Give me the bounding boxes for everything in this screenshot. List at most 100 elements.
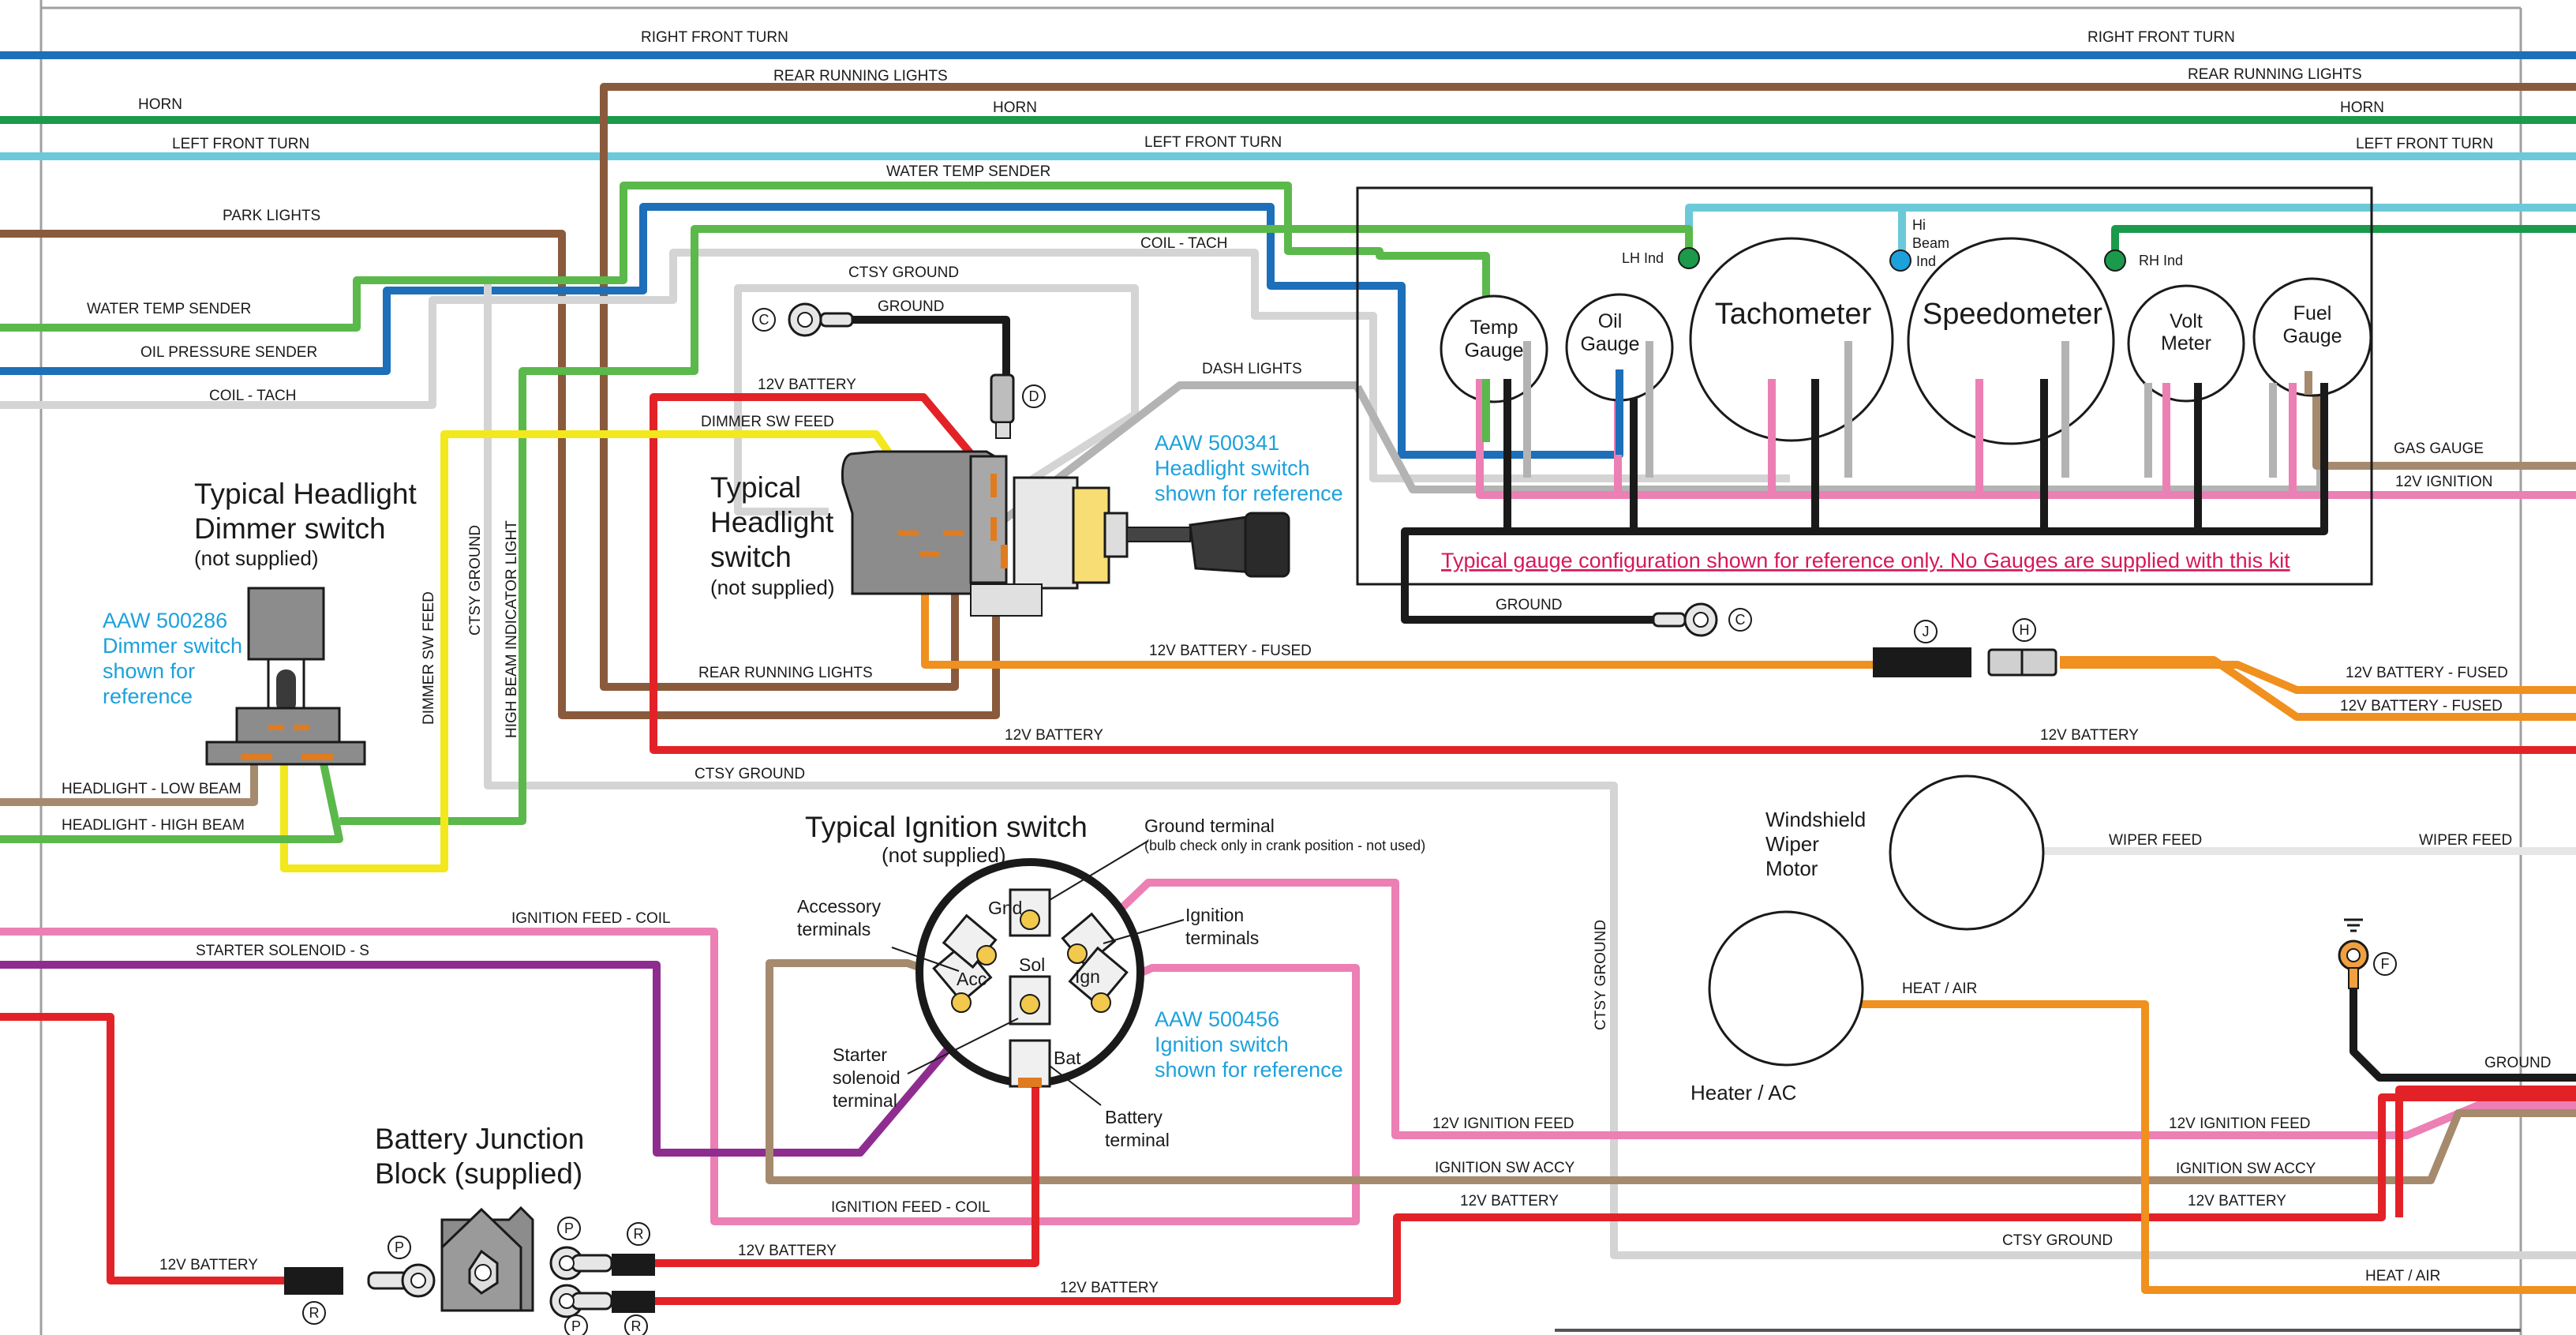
wire-rh-ind [2111, 225, 2576, 261]
wire-12v-battery-fused-right [2060, 656, 2576, 721]
label-high-beam-indicator-vertical: HIGH BEAM INDICATOR LIGHT [504, 520, 520, 738]
ground-terminal-label: Ground terminal [1144, 816, 1275, 836]
label-ground: GROUND [2484, 1055, 2551, 1071]
callout-j: J [1923, 624, 1930, 639]
label-headlight-high-beam: HEADLIGHT - HIGH BEAM [62, 817, 245, 834]
hi-beam-indicator [1889, 249, 1911, 272]
wire-gas-gauge [2312, 371, 2576, 470]
fuel-gauge-label: Fuel [2293, 302, 2332, 324]
starter-solenoid-label: terminal [833, 1090, 897, 1111]
wire-battery-main [0, 1013, 343, 1284]
label-12v-battery: 12V BATTERY [758, 377, 856, 393]
headlight-note: Headlight switch [1155, 456, 1310, 480]
label-headlight-low-beam: HEADLIGHT - LOW BEAM [62, 781, 242, 797]
label-horn: HORN [993, 99, 1037, 116]
label-12v-battery-fused: 12V BATTERY - FUSED [2346, 665, 2508, 681]
hi-beam-indicator-label: Ind [1916, 253, 1936, 269]
label-ctsy-ground: CTSY GROUND [695, 766, 805, 782]
label-12v-ignition-feed: 12V IGNITION FEED [2169, 1116, 2310, 1132]
connector-d [990, 373, 1015, 424]
accessory-terminals-label: Accessory [797, 896, 882, 917]
volt-meter-label: Volt [2170, 310, 2203, 332]
starter-solenoid-label: solenoid [833, 1067, 900, 1088]
label-12v-ignition: 12V IGNITION [2395, 474, 2493, 490]
callouts [302, 308, 2397, 1335]
label-rear-running-lights: REAR RUNNING LIGHTS [2188, 66, 2362, 83]
label-12v-battery: 12V BATTERY [2040, 727, 2139, 744]
ignition-terminals-label: Ignition [1185, 905, 1244, 925]
label-dash-lights: DASH LIGHTS [1202, 361, 1302, 377]
oil-gauge-label: Oil [1598, 310, 1623, 332]
temp-gauge [1440, 294, 1548, 403]
hi-beam-indicator-label: Beam [1912, 235, 1949, 251]
wire-water-temp-sender [0, 182, 1490, 426]
ignition-terminals-label: terminals [1185, 928, 1259, 948]
wire-rear-running-top [600, 83, 2576, 691]
label-12v-battery: 12V BATTERY [1005, 727, 1103, 744]
label-left-front-turn: LEFT FRONT TURN [172, 136, 309, 152]
speedometer [1907, 237, 2115, 445]
tachometer [1689, 237, 1894, 442]
component-labels: Typical Headlight Dimmer switch (not sup… [103, 431, 1866, 1190]
terminal-bat-label: Bat [1054, 1048, 1081, 1068]
battery-block-title: Battery Junction [375, 1123, 584, 1155]
label-water-temp-sender: WATER TEMP SENDER [87, 301, 251, 317]
dimmer-not-supplied: (not supplied) [194, 546, 319, 570]
headlight-title: switch [710, 541, 792, 573]
battery-block-title: Block (supplied) [375, 1157, 582, 1190]
wiper-label: Windshield [1765, 808, 1866, 831]
battery-terminal-label: terminal [1105, 1130, 1170, 1150]
label-12v-battery: 12V BATTERY [738, 1243, 837, 1259]
ignition-note: Ignition switch [1155, 1033, 1289, 1056]
wire-dash-lights [999, 381, 1357, 524]
label-park-lights: PARK LIGHTS [223, 208, 320, 224]
callout-r: R [309, 1305, 320, 1321]
label-12v-battery: 12V BATTERY [2188, 1193, 2286, 1209]
label-dimmer-sw-feed-vertical: DIMMER SW FEED [421, 591, 437, 725]
label-oil-pressure-sender: OIL PRESSURE SENDER [140, 344, 317, 361]
headlight-not-supplied: (not supplied) [710, 576, 835, 599]
dimmer-switch [205, 587, 366, 766]
terminal-sol-label: Sol [1019, 954, 1045, 975]
wire-starter-solenoid [0, 961, 950, 1157]
label-ignition-feed-coil: IGNITION FEED - COIL [511, 910, 671, 927]
wire-12v-ignition-feed [1092, 879, 2576, 1139]
wire-park-lights [0, 230, 1000, 719]
label-ctsy-ground: CTSY GROUND [2002, 1232, 2113, 1249]
callout-p: P [571, 1318, 581, 1334]
dimmer-title: Dimmer switch [194, 512, 386, 545]
terminal-ign-label: Ign [1075, 966, 1100, 987]
headlight-switch [841, 373, 1290, 617]
label-12v-battery: 12V BATTERY [1460, 1193, 1559, 1209]
label-wiper-feed: WIPER FEED [2419, 832, 2512, 849]
wire-ctsy-ground-main [484, 284, 2576, 1259]
wire-headlight-high-beam [0, 755, 343, 843]
ground-ring-gauges [1652, 602, 1718, 637]
callout-r: R [634, 1226, 644, 1242]
ignition-not-supplied: (not supplied) [882, 843, 1006, 867]
lh-indicator [1678, 247, 1700, 269]
label-12v-ignition-feed: 12V IGNITION FEED [1432, 1116, 1574, 1132]
wire-12v-battery-headlight [650, 393, 2576, 754]
heater-label: Heater / AC [1690, 1081, 1796, 1104]
volt-meter-label: Meter [2161, 332, 2211, 354]
ignition-note: shown for reference [1155, 1058, 1343, 1082]
label-gas-gauge: GAS GAUGE [2394, 441, 2484, 457]
fuse-block-connector [284, 1267, 343, 1295]
speedometer-label: Speedometer [1923, 298, 2102, 331]
label-ctsy-ground-vertical: CTSY GROUND [467, 525, 484, 636]
ground-terminal-note: (bulb check only in crank position - not… [1144, 838, 1425, 853]
label-coil-tach: COIL - TACH [209, 388, 297, 404]
callout-p: P [395, 1239, 404, 1255]
terminal-gnd-label: Gnd [988, 898, 1022, 918]
wiper-label: Motor [1765, 857, 1818, 880]
heater-ac [1708, 910, 1864, 1067]
label-ctsy-ground: CTSY GROUND [848, 264, 959, 281]
wire-coil-tach [0, 249, 1790, 482]
wire-ground-lower-right [2349, 988, 2576, 1082]
wire-battery-block-lower [616, 1093, 2576, 1305]
dimmer-note: AAW 500286 [103, 609, 227, 632]
wire-hi-beam-indicator-b [1689, 204, 1906, 259]
callout-p: P [564, 1221, 574, 1236]
ground-ring-top [788, 302, 854, 337]
